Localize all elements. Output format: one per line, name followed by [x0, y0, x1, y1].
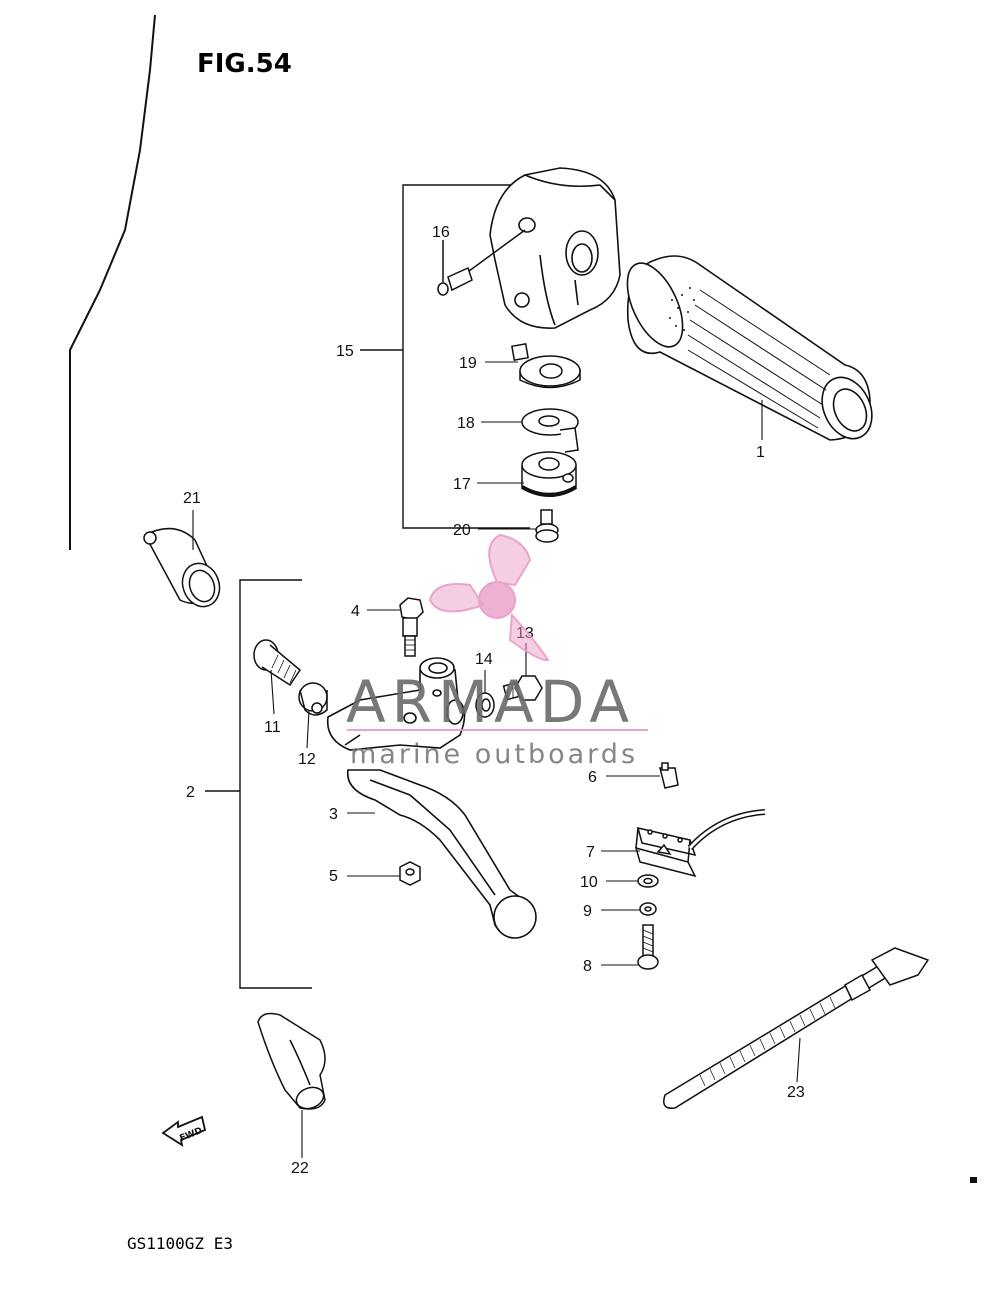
callout-4: 4 — [351, 603, 360, 620]
callout-22: 22 — [291, 1160, 309, 1177]
grip-drawing — [626, 255, 873, 441]
callout-5: 5 — [329, 868, 338, 885]
clip-6-drawing — [659, 762, 679, 789]
callout-6: 6 — [588, 769, 597, 786]
callout-3: 3 — [329, 806, 338, 823]
watermark-brand: ARMADA — [346, 668, 635, 736]
throttle-housing-drawing — [489, 167, 621, 329]
nut-12-drawing — [298, 682, 328, 716]
bracket-2 — [205, 579, 312, 989]
washer-14-drawing — [475, 692, 495, 718]
callout-1: 1 — [756, 444, 765, 461]
bolt-4-drawing — [399, 597, 424, 657]
screw-16-drawing — [437, 229, 526, 296]
callout-14: 14 — [475, 651, 493, 668]
washer-10-drawing — [637, 874, 659, 888]
callout-7: 7 — [586, 844, 595, 861]
callout-15: 15 — [336, 343, 354, 360]
screw-8-drawing — [637, 924, 659, 970]
drum-17-drawing — [521, 427, 579, 497]
lever-3-drawing — [346, 769, 537, 939]
bracket-15 — [360, 184, 530, 529]
callout-13: 13 — [516, 625, 534, 642]
washer-9-drawing — [639, 902, 657, 916]
callout-23: 23 — [787, 1084, 805, 1101]
callout-10: 10 — [580, 874, 598, 891]
figure-title: FIG.54 — [197, 49, 292, 79]
cable-tie-23-drawing — [663, 947, 930, 1109]
scan-edge-line — [69, 14, 156, 550]
callout-17: 17 — [453, 476, 471, 493]
boot-22-drawing — [257, 1012, 326, 1110]
callout-16: 16 — [432, 224, 450, 241]
callout-21: 21 — [183, 490, 201, 507]
leader-lines — [192, 361, 801, 1158]
scan-mark — [970, 1177, 977, 1183]
watermark: ARMADA marine outboards — [346, 533, 648, 770]
callout-19: 19 — [459, 355, 477, 372]
switch-7-drawing — [634, 809, 766, 878]
lever-bracket-drawing — [326, 657, 466, 751]
callout-8: 8 — [583, 958, 592, 975]
callout-11: 11 — [264, 719, 281, 736]
model-code: GS1100GZ E3 — [127, 1234, 233, 1253]
propeller-logo-icon — [428, 533, 550, 662]
screw-20-drawing — [535, 509, 559, 543]
throttle-pulley-19-drawing — [511, 343, 581, 389]
bolt-13-drawing — [502, 675, 543, 701]
adjuster-11-drawing — [253, 639, 301, 687]
watermark-subtitle: marine outboards — [350, 739, 638, 770]
callout-18: 18 — [457, 415, 475, 432]
callout-2: 2 — [186, 784, 195, 801]
callouts: 1 2 3 4 5 6 7 8 9 10 11 12 13 14 15 16 1… — [183, 224, 805, 1177]
fwd-arrow-icon: FWD — [161, 1115, 207, 1147]
callout-12: 12 — [298, 751, 316, 768]
cover-21-drawing — [143, 527, 221, 608]
nut-5-drawing — [399, 861, 421, 886]
callout-9: 9 — [583, 903, 592, 920]
callout-20: 20 — [453, 522, 471, 539]
